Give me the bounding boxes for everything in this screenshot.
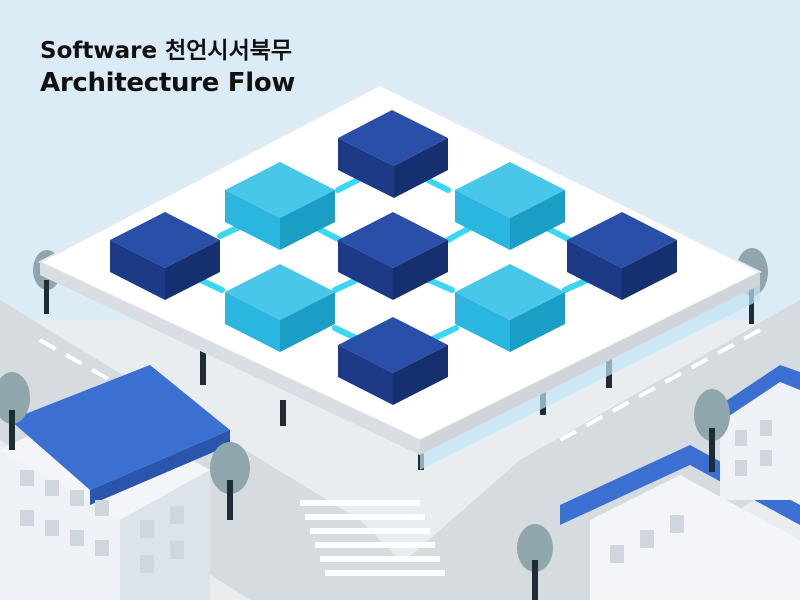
building-right bbox=[560, 365, 800, 600]
crosswalk bbox=[300, 500, 445, 576]
light-cube-icon bbox=[225, 264, 335, 352]
tree-icon bbox=[694, 389, 730, 472]
tree-icon bbox=[0, 372, 30, 450]
dark-cube-icon bbox=[567, 212, 677, 300]
title-line-2: Architecture Flow bbox=[40, 68, 296, 98]
light-cube-icon bbox=[455, 264, 565, 352]
dark-cube-icon bbox=[110, 212, 220, 300]
tree-icon bbox=[210, 442, 250, 520]
dark-cube-icon bbox=[338, 317, 448, 405]
dark-cube-icon bbox=[338, 212, 448, 300]
light-cube-icon bbox=[455, 162, 565, 250]
cubes bbox=[110, 110, 677, 405]
dark-cube-icon bbox=[338, 110, 448, 198]
windows-left bbox=[20, 470, 184, 573]
windows-right bbox=[610, 420, 772, 563]
building-left bbox=[0, 365, 230, 600]
light-cube-icon bbox=[225, 162, 335, 250]
title-block: Software 천언시서북무 Architecture Flow bbox=[40, 36, 295, 100]
tree-icon bbox=[517, 524, 553, 600]
title-line-1: Software 천언시서북무 bbox=[40, 38, 293, 64]
